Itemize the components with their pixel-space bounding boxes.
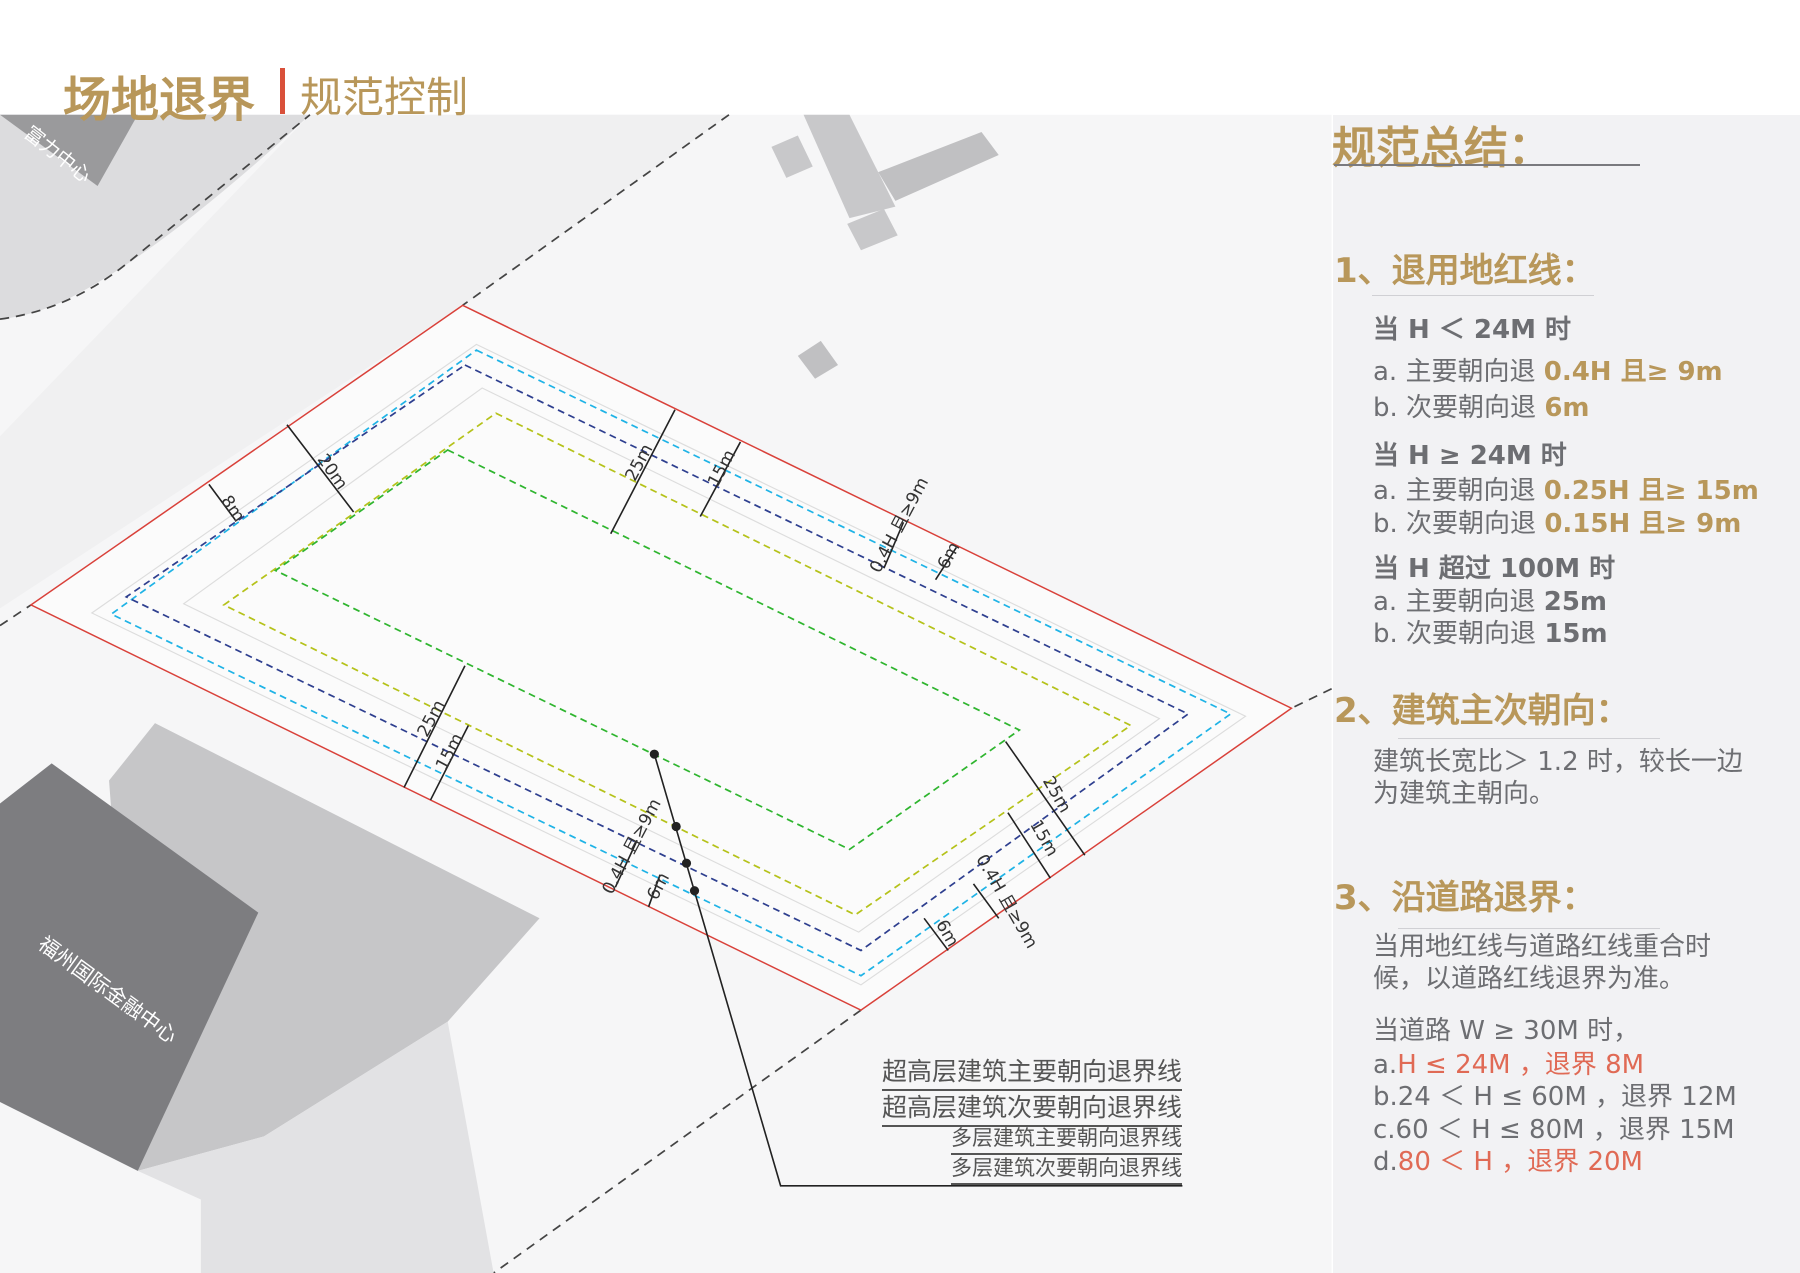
legend-leader-line <box>653 753 1183 1187</box>
road-rule-d: d.80 ＜ H ，退界 20M <box>1373 1141 1643 1178</box>
summary-panel <box>1333 115 1800 1273</box>
rule-value: 80 ＜ H ，退界 20M <box>1397 1147 1643 1177</box>
highrise-primary-setback-line <box>273 448 1022 851</box>
building <box>771 135 813 178</box>
legend-item-highrise-primary: 超高层建筑主要朝向退界线 <box>881 1052 1182 1091</box>
legend-item-highrise-secondary: 超高层建筑次要朝向退界线 <box>881 1088 1182 1127</box>
summary-heading: 规范总结： <box>1332 123 1552 174</box>
leader-dots <box>649 749 700 896</box>
road-edge-line <box>462 114 730 307</box>
section-3-text: 候，以道路红线退界为准。 <box>1373 964 1686 994</box>
rule-line: a. 主要朝向退 25m <box>1373 581 1607 618</box>
highrise-secondary-setback-line <box>222 412 1133 916</box>
page-subtitle: 规范控制 <box>300 73 469 122</box>
building <box>109 723 540 1171</box>
road-rule-c: c.60 ＜ H ≤ 80M ，退界 15M <box>1373 1115 1735 1145</box>
guide-line <box>182 387 1161 933</box>
title-divider <box>280 68 285 114</box>
rule-prefix: b. 次要朝向退 <box>1373 393 1545 423</box>
multistory-primary-setback-line <box>124 364 1190 952</box>
legend-item-multistory-secondary: 多层建筑次要朝向退界线 <box>951 1152 1182 1185</box>
building-fuzhou-ifc <box>0 763 259 1171</box>
multistory-secondary-setback-line <box>109 349 1233 977</box>
rule-value: H ≤ 24M ，退界 8M <box>1397 1050 1645 1080</box>
rule-prefix: d. <box>1373 1147 1398 1177</box>
condition-3: 当 H 超过 100M 时 <box>1373 554 1616 584</box>
building <box>797 340 839 379</box>
condition-1: 当 H ＜ 24M 时 <box>1373 315 1572 345</box>
road-edge-line <box>0 604 32 627</box>
rule-value: 0.25H 且≥ 15m <box>1543 476 1759 506</box>
section-2-title: 2、建筑主次朝向： <box>1334 691 1630 731</box>
rule-line: a. 主要朝向退 0.4H 且≥ 9m <box>1373 351 1723 388</box>
rule-prefix: a. 主要朝向退 <box>1373 357 1544 387</box>
road-edge-line <box>493 687 1333 1273</box>
building <box>803 114 896 219</box>
section-3-text: 当道路 W ≥ 30M 时， <box>1373 1016 1640 1046</box>
heading-underline <box>1334 164 1640 166</box>
section-1-title: 1、退用地红线： <box>1334 251 1596 291</box>
building <box>847 208 898 251</box>
section-2-text: 为建筑主朝向。 <box>1373 779 1556 809</box>
dimension-lines <box>208 409 1086 951</box>
site-red-line <box>29 304 1293 1011</box>
road-rule-a: a.H ≤ 24M ，退界 8M <box>1373 1044 1644 1081</box>
section-divider <box>1398 928 1660 929</box>
legend-item-multistory-primary: 多层建筑主要朝向退界线 <box>951 1122 1182 1155</box>
rule-line: b. 次要朝向退 6m <box>1373 387 1590 424</box>
rule-prefix: a. <box>1373 1050 1398 1080</box>
rule-value: 25m <box>1543 587 1608 617</box>
building-fuli-center <box>0 114 138 186</box>
rule-line: a. 主要朝向退 0.25H 且≥ 15m <box>1373 470 1759 507</box>
rule-prefix: b. 次要朝向退 <box>1373 619 1545 649</box>
condition-2: 当 H ≥ 24M 时 <box>1373 441 1567 471</box>
rule-prefix: a. 主要朝向退 <box>1373 587 1544 617</box>
section-3-text: 当用地红线与道路红线重合时 <box>1373 932 1712 962</box>
section-2-text: 建筑长宽比＞ 1.2 时，较长一边 <box>1373 747 1743 777</box>
rule-value: 0.15H 且≥ 9m <box>1544 509 1742 539</box>
rule-value: 6m <box>1544 393 1590 423</box>
rule-prefix: a. 主要朝向退 <box>1373 476 1544 506</box>
road-edge-line <box>0 114 311 320</box>
guide-line <box>90 343 1247 986</box>
rule-value: 15m <box>1544 619 1608 649</box>
rule-prefix: b. 次要朝向退 <box>1373 509 1545 539</box>
section-divider <box>1398 738 1660 739</box>
page-title: 场地退界 <box>63 72 256 128</box>
road-area <box>0 114 729 609</box>
building <box>137 1021 494 1273</box>
rule-line: b. 次要朝向退 15m <box>1373 613 1608 650</box>
building <box>878 132 999 201</box>
rule-value: 0.4H 且≥ 9m <box>1543 357 1723 387</box>
road-rule-b: b.24 ＜ H ≤ 60M ，退界 12M <box>1373 1082 1737 1112</box>
rule-line: b. 次要朝向退 0.15H 且≥ 9m <box>1373 503 1741 540</box>
section-divider <box>1372 295 1594 296</box>
section-3-title: 3、沿道路退界： <box>1334 878 1596 918</box>
